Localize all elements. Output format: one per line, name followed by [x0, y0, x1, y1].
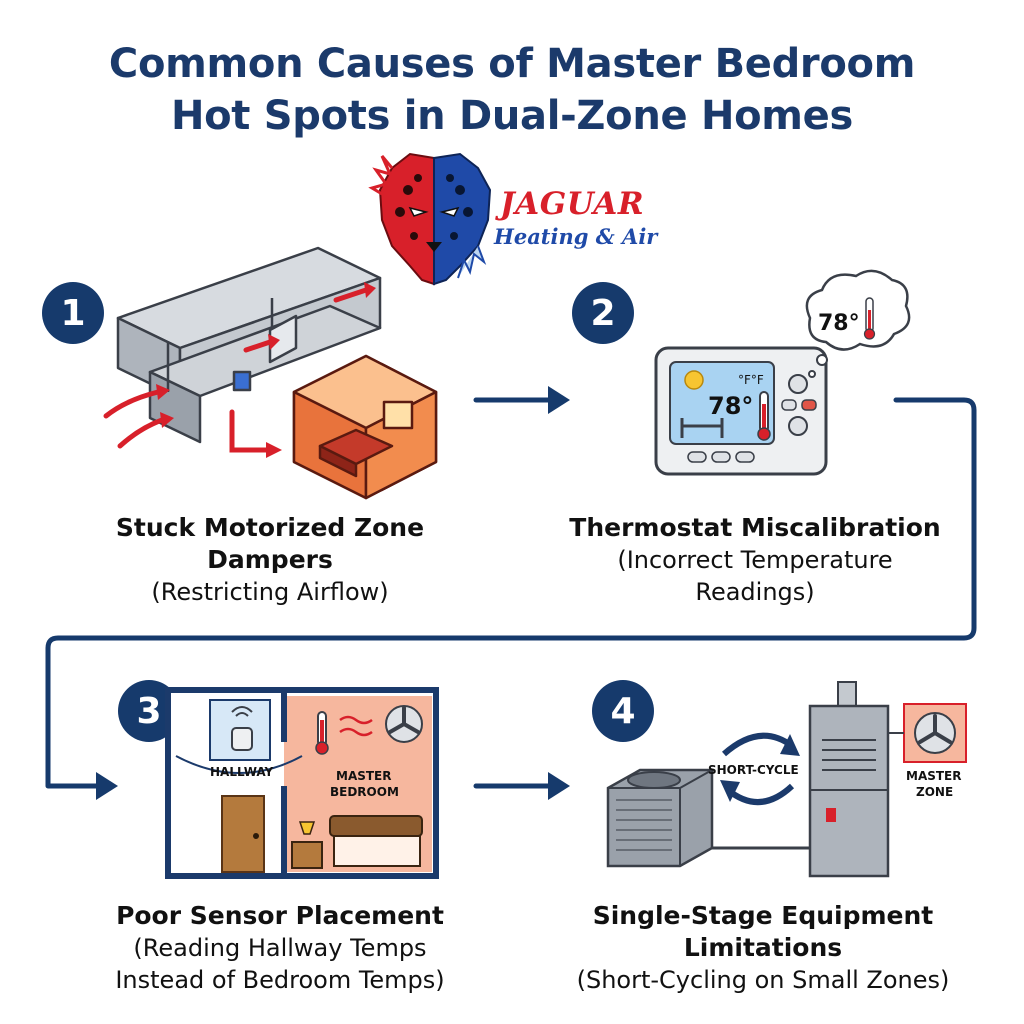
up-button-icon — [788, 374, 808, 394]
cycle-label: SHORT-CYCLE — [708, 763, 799, 777]
wifi-icon — [231, 706, 253, 717]
step-3-caption: Poor Sensor Placement (Reading Hallway T… — [70, 900, 490, 996]
cycle-arrow-icon — [722, 732, 794, 757]
thought-bubble — [805, 269, 911, 351]
arrow-2-to-3 — [45, 397, 977, 789]
step-4-caption: Single-Stage Equipment Limitations (Shor… — [548, 900, 978, 996]
step-3-subtitle-2: Instead of Bedroom Temps) — [115, 966, 445, 994]
step-3-title-1: Poor Sensor Placement — [116, 901, 444, 930]
unit-toggle: °F°F — [738, 373, 764, 387]
zone-label-2: ZONE — [916, 785, 953, 799]
step-1-title-1: Stuck Motorized Zone — [115, 513, 425, 542]
step-4-title-2: Limitations — [683, 933, 843, 962]
down-button-icon — [788, 416, 808, 436]
step-2-caption: Thermostat Miscalibration (Incorrect Tem… — [540, 512, 970, 608]
title-line-1: Common Causes of Master Bedroom — [108, 41, 916, 87]
sensor-icon — [231, 727, 253, 751]
step-2-subtitle-2: Readings) — [695, 578, 815, 606]
room-label-hallway: HALLWAY — [210, 765, 274, 779]
step-4-title-1: Single-Stage Equipment — [592, 901, 934, 930]
room-label-master-2: BEDROOM — [330, 785, 399, 799]
title-line-2: Hot Spots in Dual-Zone Homes — [170, 93, 854, 139]
step-2-subtitle-1: (Incorrect Temperature — [617, 546, 893, 574]
room-label-master-1: MASTER — [336, 769, 392, 783]
lamp-icon — [298, 821, 316, 835]
step-badge-4: 4 — [592, 680, 654, 742]
step-1-subtitle-1: (Restricting Airflow) — [151, 578, 389, 606]
zone-label-1: MASTER — [906, 769, 962, 783]
step-3-subtitle-1: (Reading Hallway Temps — [133, 934, 427, 962]
step-1-caption: Stuck Motorized Zone Dampers (Restrictin… — [60, 512, 480, 608]
step-2-title-1: Thermostat Miscalibration — [569, 513, 941, 542]
step-1-title-2: Dampers — [207, 545, 333, 574]
logo-name: JAGUAR — [500, 186, 645, 222]
jaguar-head-icon — [368, 152, 492, 286]
step-badge-2: 2 — [572, 282, 634, 344]
bed-icon — [680, 418, 724, 438]
thermostat-reading: 78° — [708, 392, 753, 420]
logo-tagline: Heating & Air — [494, 224, 658, 249]
thought-reading: 78° — [818, 311, 860, 336]
jaguar-logo: JAGUAR Heating & Air — [368, 150, 670, 290]
step-badge-1: 1 — [42, 282, 104, 344]
page-title: Common Causes of Master Bedroom Hot Spot… — [0, 38, 1024, 142]
step-4-subtitle-1: (Short-Cycling on Small Zones) — [576, 966, 950, 994]
sun-icon — [684, 370, 704, 390]
